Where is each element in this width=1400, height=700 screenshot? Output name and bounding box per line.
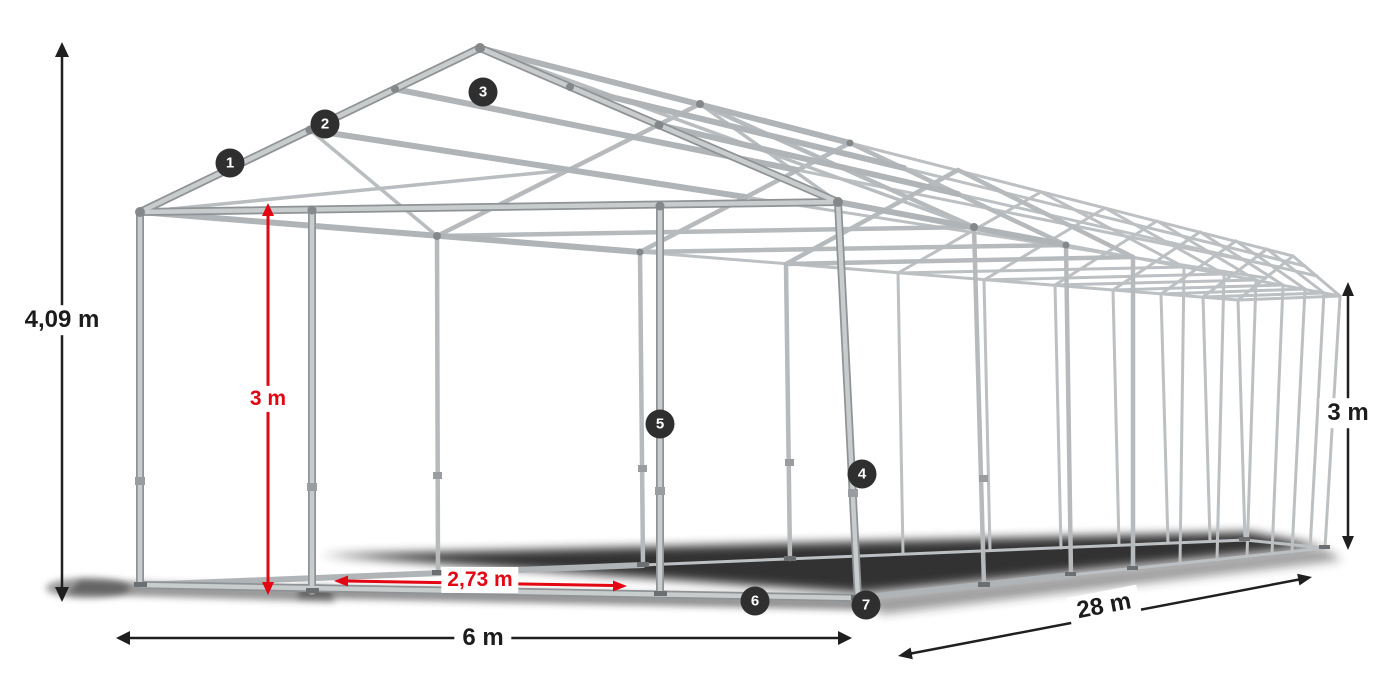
part-marker-7: 7 — [851, 590, 881, 620]
part-marker-2: 2 — [310, 109, 340, 139]
part-marker-4: 4 — [847, 459, 877, 489]
frame-longitudinal-far — [638, 141, 1342, 577]
label-inner-height: 3 m — [243, 385, 293, 413]
label-right-height: 3 m — [1319, 398, 1377, 428]
part-marker-3: 3 — [468, 77, 498, 107]
label-width: 6 m — [454, 623, 512, 653]
frame-longitudinal-near — [137, 45, 1074, 601]
part-marker-5: 5 — [645, 409, 675, 439]
red-dimension-arrows — [262, 203, 627, 595]
part-marker-1: 1 — [215, 148, 245, 178]
label-total-height: 4,09 m — [16, 305, 108, 335]
frame-joints — [134, 43, 1330, 600]
part-marker-6: 6 — [740, 586, 770, 616]
frame-wind-braces — [138, 46, 976, 238]
label-bay-spacing: 2,73 m — [441, 566, 519, 594]
